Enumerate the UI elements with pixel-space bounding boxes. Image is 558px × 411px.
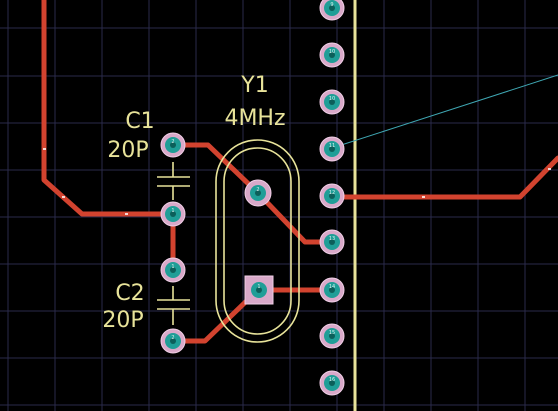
trace-y1-pin1[interactable] xyxy=(170,287,335,344)
header-pin[interactable]: 15 xyxy=(319,323,345,349)
svg-text:1: 1 xyxy=(257,284,260,290)
header-pin[interactable]: 10 xyxy=(319,42,345,68)
svg-text:9: 9 xyxy=(330,2,333,8)
header-pin[interactable]: 9 xyxy=(319,0,345,21)
header-pin[interactable]: 13 xyxy=(319,229,345,255)
svg-text:2: 2 xyxy=(171,139,174,145)
trace-gnd[interactable] xyxy=(41,0,175,217)
svg-text:1: 1 xyxy=(171,208,174,214)
y1-pad-2[interactable]: 2 xyxy=(244,179,272,207)
crystal-outline-inner xyxy=(223,147,292,335)
capacitor-c1[interactable]: C1 20P xyxy=(107,109,190,200)
svg-text:2: 2 xyxy=(171,335,174,341)
svg-text:1: 1 xyxy=(171,264,174,270)
capacitor-c2[interactable]: C2 20P xyxy=(102,281,190,333)
svg-text:11: 11 xyxy=(329,143,335,149)
c1-ref-label: C1 xyxy=(125,109,154,134)
crystal-y1[interactable]: Y1 4MHz xyxy=(215,73,300,343)
svg-text:2: 2 xyxy=(256,187,259,193)
header-pin[interactable]: 12 xyxy=(319,183,345,209)
header-pin[interactable]: 14 xyxy=(319,277,345,303)
svg-text:16: 16 xyxy=(329,377,335,383)
trace-pin12[interactable] xyxy=(329,155,558,200)
header-pin[interactable]: 11 xyxy=(319,136,345,162)
header-pin[interactable]: 10 xyxy=(319,89,345,115)
trace-markers xyxy=(43,148,551,215)
c1-value-label: 20P xyxy=(107,138,148,163)
c2-pad-1[interactable]: 1 xyxy=(160,257,186,283)
header-pin[interactable]: 16 xyxy=(319,370,345,396)
c2-pad-2[interactable]: 2 xyxy=(160,328,186,354)
svg-text:14: 14 xyxy=(329,284,335,290)
svg-text:13: 13 xyxy=(329,236,335,242)
svg-text:12: 12 xyxy=(329,190,335,196)
svg-text:10: 10 xyxy=(329,96,335,102)
c1-pad-1[interactable]: 1 xyxy=(160,201,186,227)
svg-text:15: 15 xyxy=(329,330,335,336)
crystal-ref-label: Y1 xyxy=(240,73,268,98)
c2-value-label: 20P xyxy=(102,308,143,333)
ratsnest-line xyxy=(331,74,558,149)
crystal-value-label: 4MHz xyxy=(224,106,285,131)
y1-pad-1[interactable]: 1 xyxy=(244,275,274,305)
c1-pad-2[interactable]: 2 xyxy=(160,132,186,158)
crystal-outline-outer xyxy=(215,139,300,343)
c2-ref-label: C2 xyxy=(115,281,144,306)
svg-text:10: 10 xyxy=(329,49,335,55)
